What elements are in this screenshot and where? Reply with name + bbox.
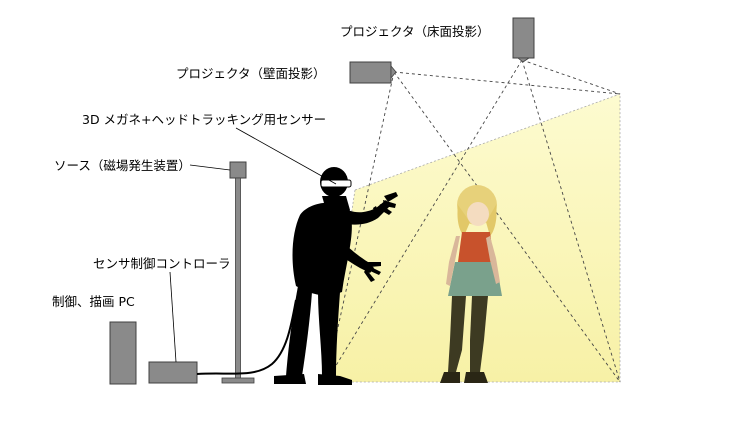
control-pc-tower xyxy=(109,321,137,385)
wall-projector xyxy=(349,61,397,84)
label-control-pc: 制御、描画 PC xyxy=(52,294,135,309)
sensor-controller-box xyxy=(148,361,198,384)
virtual-character xyxy=(440,185,502,383)
magnetic-source xyxy=(221,161,255,384)
user-silhouette xyxy=(274,167,398,385)
label-sensor-controller: センサ制御コントローラ xyxy=(93,256,231,271)
label-glasses-tracking-sensor: 3D メガネ+ヘッドトラッキング用センサー xyxy=(82,112,326,127)
glasses-3d xyxy=(320,179,352,188)
sensor-cable xyxy=(196,299,297,375)
leader-lines xyxy=(169,127,337,363)
label-projector-wall: プロジェクタ（壁面投影） xyxy=(176,66,326,81)
floor-projector xyxy=(512,17,535,63)
label-projector-floor: プロジェクタ（床面投影） xyxy=(340,24,490,39)
label-source: ソース（磁場発生装置） xyxy=(54,158,191,173)
